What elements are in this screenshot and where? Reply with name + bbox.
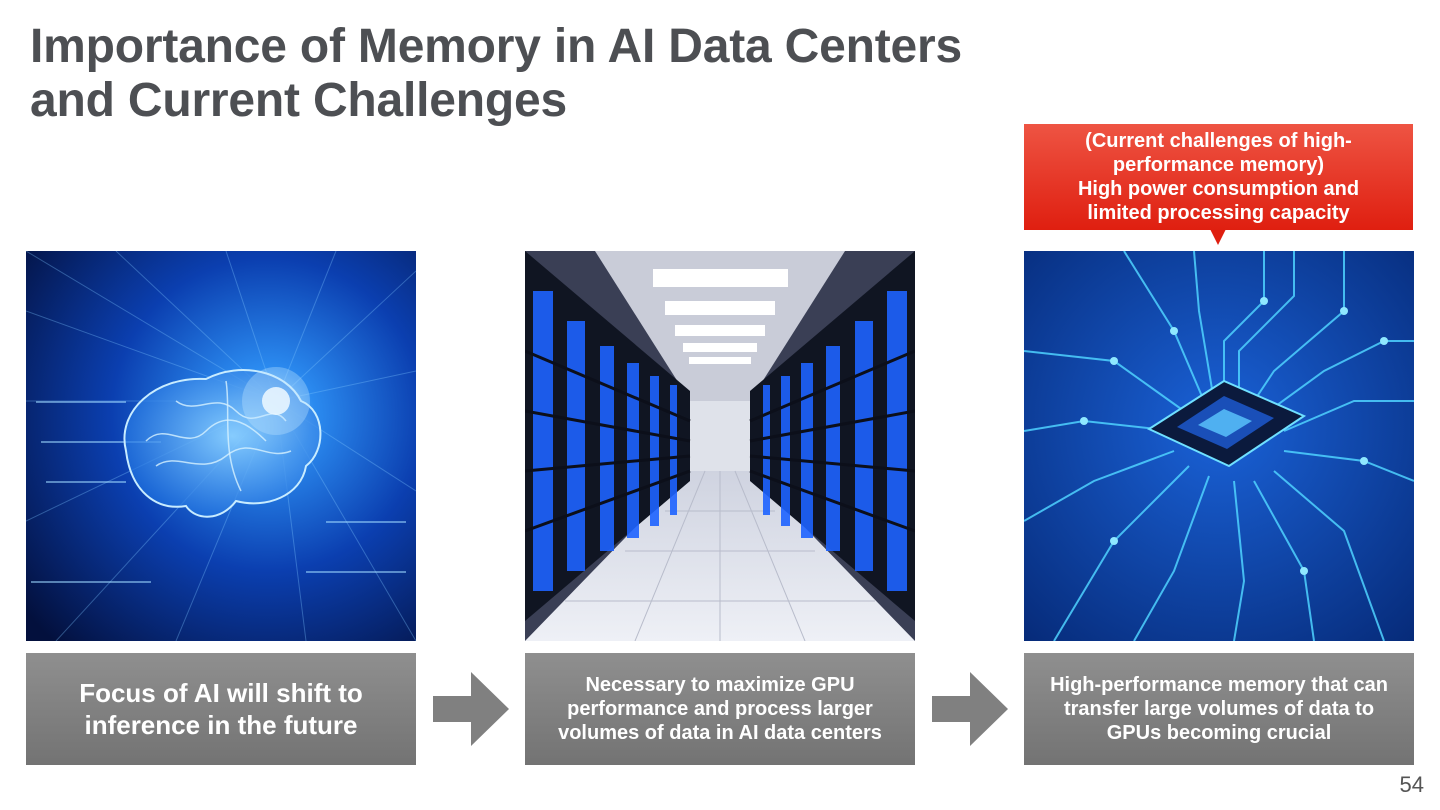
callout-line-1: (Current challenges of high- <box>1085 130 1352 152</box>
caption-gpu-performance: Necessary to maximize GPU performance an… <box>525 653 915 765</box>
caption-high-performance-memory: High-performance memory that can transfe… <box>1024 653 1414 765</box>
title-line-2: and Current Challenges <box>30 74 568 127</box>
caption-text-3: High-performance memory that can transfe… <box>1050 674 1388 744</box>
callout-line-3: High power consumption and <box>1077 178 1360 200</box>
caption-ai-inference: Focus of AI will shift to inference in t… <box>26 653 416 765</box>
circuit-board-illustration <box>1024 251 1414 641</box>
glowing-brain-image <box>26 251 416 641</box>
caption-text-1: Focus of AI will shift to inference in t… <box>79 678 363 740</box>
server-corridor-illustration <box>525 251 915 641</box>
circuit-chip-image <box>1024 251 1414 641</box>
callout-pointer <box>1210 229 1226 245</box>
callout-line-2: performance memory) <box>1112 154 1325 176</box>
right-arrow-icon <box>932 672 1008 746</box>
slide-title: Importance of Memory in AI Data Centers … <box>30 20 962 128</box>
caption-text-2: Necessary to maximize GPU performance an… <box>558 674 882 744</box>
challenges-callout: (Current challenges of high- performance… <box>1024 124 1413 230</box>
brain-illustration <box>26 251 416 641</box>
callout-line-4: limited processing capacity <box>1087 202 1350 224</box>
server-room-image <box>525 251 915 641</box>
title-line-1: Importance of Memory in AI Data Centers <box>30 20 962 73</box>
page-number: 54 <box>1399 772 1424 797</box>
right-arrow-icon <box>433 672 509 746</box>
